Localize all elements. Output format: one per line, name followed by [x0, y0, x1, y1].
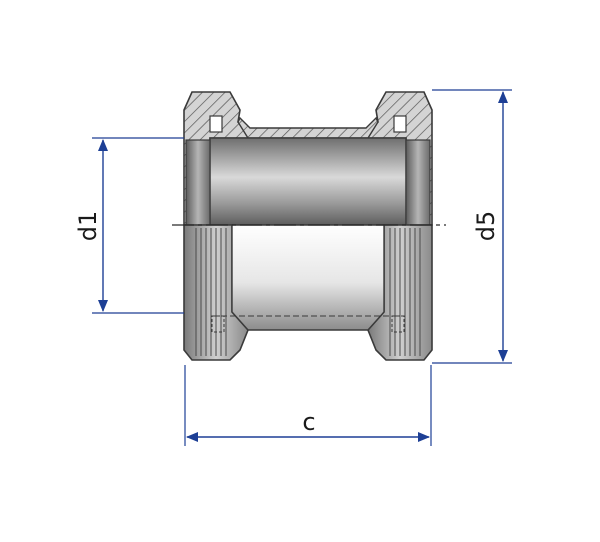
- right-seal-groove: [393, 115, 407, 133]
- lower-external-view: [183, 224, 433, 361]
- dimension-d1: d1: [74, 137, 184, 314]
- dimension-c: c: [184, 365, 432, 446]
- d5-label: d5: [472, 211, 500, 242]
- lower-body: [231, 224, 385, 331]
- dimension-d5: d5: [432, 89, 512, 364]
- left-inner-face: [185, 139, 211, 226]
- upper-bore: [209, 137, 407, 226]
- left-seal-groove: [209, 115, 223, 133]
- body-wall-section: [237, 116, 379, 139]
- left-thread-lines: [195, 228, 227, 356]
- right-thread-lines: [389, 228, 421, 356]
- c-label: c: [302, 408, 315, 436]
- upper-section-view: [183, 91, 433, 226]
- right-inner-face: [405, 139, 431, 226]
- d1-label: d1: [74, 211, 102, 242]
